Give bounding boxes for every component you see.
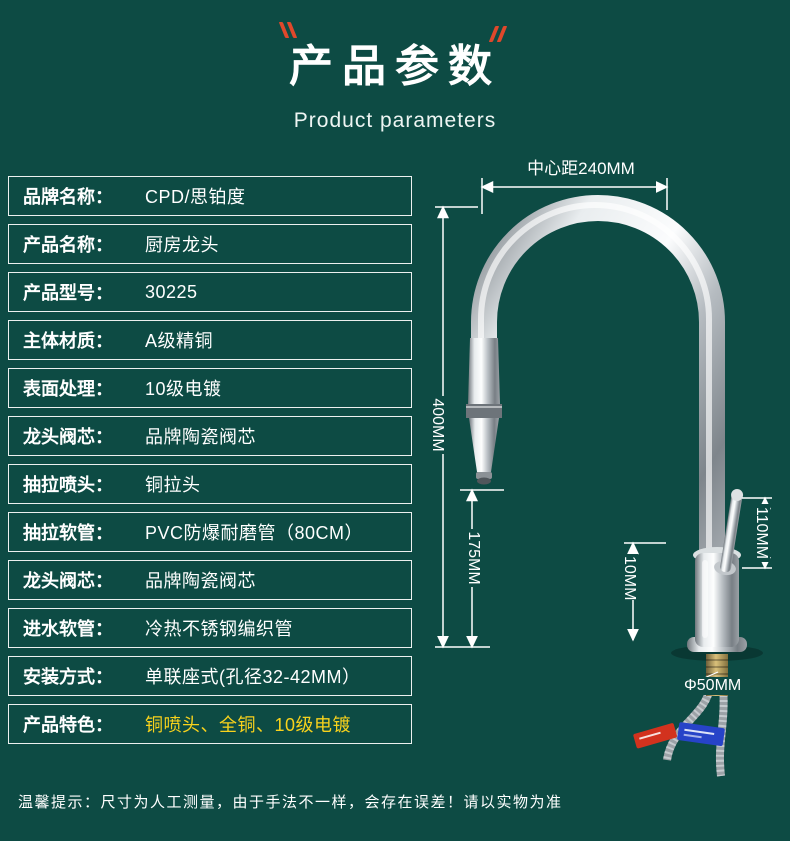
spec-table: 品牌名称： CPD/思铂度 产品名称： 厨房龙头 产品型号： 30225 主体材… [8, 176, 412, 752]
spec-label: 产品特色： [23, 715, 113, 735]
footer-note: 温馨提示：尺寸为人工测量，由于手法不一样，会存在误差！请以实物为准 [18, 794, 563, 811]
title-accent-right-icon [488, 26, 508, 42]
spec-value: PVC防爆耐磨管（80CM） [145, 523, 364, 543]
spec-value: 10级电镀 [145, 379, 222, 399]
table-row: 进水软管： 冷热不锈钢编织管 [8, 608, 412, 648]
table-row: 品牌名称： CPD/思铂度 [8, 176, 412, 216]
table-row: 产品特色： 铜喷头、全铜、10级电镀 [8, 704, 412, 744]
spec-label: 表面处理： [23, 379, 113, 399]
gooseneck-spout [471, 195, 725, 583]
table-row: 抽拉喷头： 铜拉头 [8, 464, 412, 504]
dimension-diagram: 中心距240MM 400MM 175MM 10MM 110MM Φ50MM [420, 140, 790, 800]
spec-value: 厨房龙头 [145, 235, 219, 255]
spec-label: 抽拉软管： [23, 523, 113, 543]
faucet-illustration [435, 178, 772, 777]
table-row: 主体材质： A级精铜 [8, 320, 412, 360]
spec-label: 主体材质： [23, 331, 113, 351]
sprayer-head [466, 338, 502, 485]
table-row: 产品型号： 30225 [8, 272, 412, 312]
spec-value: 冷热不锈钢编织管 [145, 619, 293, 639]
spec-value: 铜拉头 [145, 475, 201, 495]
page-subtitle: Product parameters [293, 109, 497, 132]
dim-handle-height: 110MM [752, 504, 770, 562]
spec-value: 品牌陶瓷阀芯 [145, 427, 256, 447]
faucet-handle [714, 488, 744, 576]
spec-label: 龙头阀芯： [23, 571, 113, 591]
spec-value: 品牌陶瓷阀芯 [145, 571, 256, 591]
spec-label: 进水软管： [23, 619, 113, 639]
spec-label: 品牌名称： [23, 187, 113, 207]
table-row: 表面处理： 10级电镀 [8, 368, 412, 408]
table-row: 安装方式： 单联座式(孔径32-42MM） [8, 656, 412, 696]
table-row: 龙头阀芯： 品牌陶瓷阀芯 [8, 560, 412, 600]
dim-total-height: 400MM [428, 396, 446, 454]
spec-value: 单联座式(孔径32-42MM） [145, 667, 361, 687]
table-row: 抽拉软管： PVC防爆耐磨管（80CM） [8, 512, 412, 552]
title-accent-left-icon [278, 22, 298, 38]
spec-label: 安装方式： [23, 667, 113, 687]
spec-value: CPD/思铂度 [145, 187, 246, 207]
faucet-body [693, 547, 741, 647]
spec-value: 30225 [145, 281, 198, 302]
dim-hole-diameter: Φ50MM [682, 677, 744, 695]
dim-center-distance: 中心距240MM [508, 160, 654, 178]
dim-spout-height: 175MM [464, 529, 482, 587]
header: 产品参数 Product parameters [0, 0, 790, 133]
page-title: 产品参数 [289, 42, 501, 91]
spec-value: A级精铜 [145, 331, 214, 351]
spec-label: 产品型号： [23, 283, 113, 303]
spec-value-highlight: 铜喷头、全铜、10级电镀 [145, 715, 352, 735]
table-row: 产品名称： 厨房龙头 [8, 224, 412, 264]
hose-tag-blue [677, 722, 725, 746]
spec-label: 产品名称： [23, 235, 113, 255]
spec-label: 抽拉喷头： [23, 475, 113, 495]
hose-tag-red [633, 723, 677, 749]
table-row: 龙头阀芯： 品牌陶瓷阀芯 [8, 416, 412, 456]
spec-label: 龙头阀芯： [23, 427, 113, 447]
dim-deck-clearance: 10MM [620, 554, 638, 601]
